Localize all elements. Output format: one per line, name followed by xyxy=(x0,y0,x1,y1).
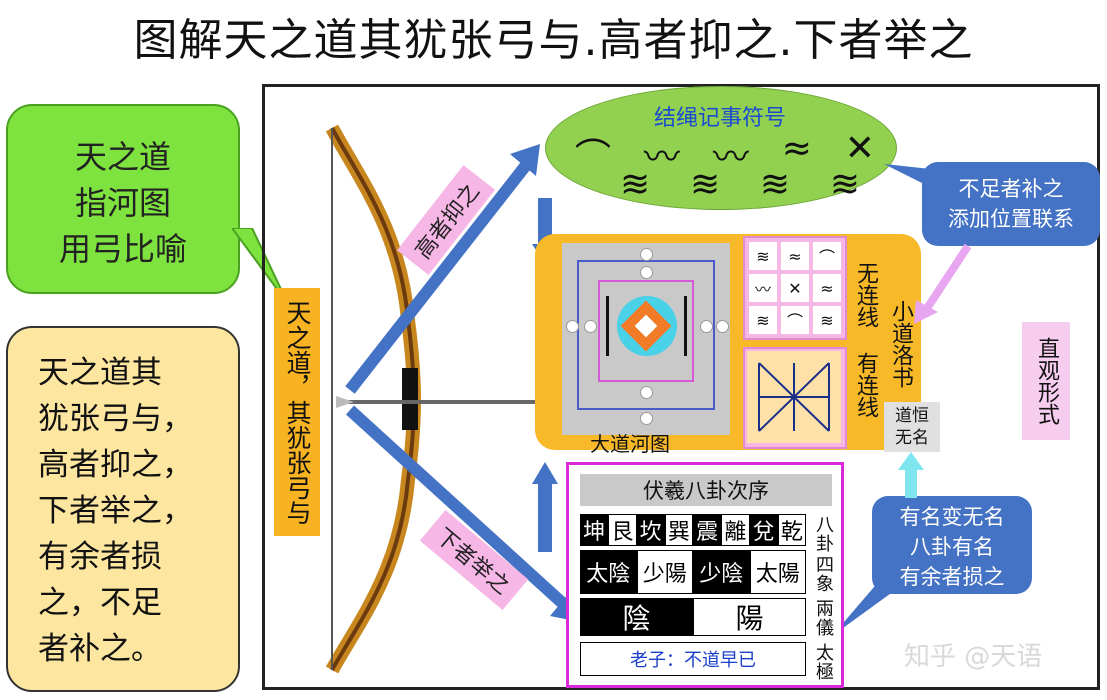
yin: 陰 xyxy=(580,598,693,636)
knot-symbol: 〰 xyxy=(643,137,680,178)
bagua-side-label: 四象 xyxy=(816,555,834,595)
hetu-bar xyxy=(606,296,609,356)
luoshu-connections xyxy=(758,362,830,432)
knot-symbol: ⌒ xyxy=(575,137,612,178)
quote-line: 犹张弓与， xyxy=(38,401,193,437)
knot-symbols-ellipse xyxy=(545,86,897,210)
note-line: 不足者补之 xyxy=(958,177,1064,201)
two-forms-row: 陰 陽 xyxy=(580,598,806,636)
knot-symbol: ≋ xyxy=(689,164,721,205)
quote-line: 之，不足 xyxy=(38,585,162,621)
luoshu-title: 小道洛书 xyxy=(888,300,913,388)
bagua-title: 伏羲八卦次序 xyxy=(580,474,832,506)
hetu-dot xyxy=(700,320,713,333)
pink-arrow xyxy=(914,243,972,324)
note-line: 八卦有名 xyxy=(910,535,994,559)
trigram: 坎 xyxy=(636,514,665,546)
luoshu-cell: ≈ xyxy=(781,242,809,270)
four-image: 少陽 xyxy=(636,550,693,594)
bubble-line: 天之道 xyxy=(74,138,171,176)
intuitive-text: 直观形式 xyxy=(1034,337,1059,425)
luoshu-cell: ⌒ xyxy=(781,306,809,334)
knot-symbol: ≋ xyxy=(829,164,860,205)
luoshu-cell: ≋ xyxy=(813,306,841,334)
knot-row-1: ⌒ 〰 〰 ≈ ✕ xyxy=(575,128,875,180)
hetu-bar xyxy=(684,296,687,356)
note-pointer xyxy=(832,580,898,636)
bow-caption: 天之道，其犹张弓与 xyxy=(274,288,320,536)
hetu-blue-square xyxy=(577,260,715,410)
luoshu-no-line-label: 无连线 xyxy=(853,262,878,328)
four-image: 少陰 xyxy=(693,550,750,594)
intuitive-label: 直观形式 xyxy=(1022,322,1070,440)
trigram: 乾 xyxy=(777,514,806,546)
dao-heng-box: 道恒 无名 xyxy=(884,402,940,452)
trigram-row: 坤 艮 坎 巽 震 離 兌 乾 xyxy=(580,514,806,546)
trigram: 離 xyxy=(721,514,750,546)
four-image: 太陰 xyxy=(580,550,637,594)
bow-caption-text: 天之道，其犹张弓与 xyxy=(283,299,312,525)
speech-bubble-dao: 天之道 指河图 用弓比喻 xyxy=(6,104,240,294)
bagua-side-label: 兩儀 xyxy=(816,599,834,639)
hetu-dot xyxy=(640,266,653,279)
hetu-dot xyxy=(584,320,597,333)
bubble-line: 用弓比喻 xyxy=(58,230,187,268)
quote-line: 下者举之， xyxy=(38,493,193,529)
trigram: 坤 xyxy=(580,514,609,546)
note-complement: 不足者补之 添加位置联系 xyxy=(922,162,1100,246)
luoshu-cell: ⌒ xyxy=(813,242,841,270)
knot-symbol: ≈ xyxy=(781,128,812,169)
knot-symbol: ≋ xyxy=(620,164,651,205)
watermark: 知乎 @天语 xyxy=(904,642,1043,672)
yang: 陽 xyxy=(693,598,806,636)
knot-symbol: ≋ xyxy=(759,164,791,205)
dao-heng-line: 无名 xyxy=(895,428,929,448)
hetu-label: 大道河图 xyxy=(590,432,670,456)
luoshu-cell: ✕ xyxy=(781,274,809,302)
note-surplus: 有名变无名 八卦有名 有余者损之 xyxy=(872,496,1032,594)
luoshu-cell: 〰 xyxy=(749,274,777,302)
luoshu-grid: ≋ ≈ ⌒ 〰 ✕ ≈ ≋ ⌒ ≋ xyxy=(743,236,847,340)
bubble-pointer xyxy=(232,228,289,305)
trigram: 巽 xyxy=(664,514,693,546)
hetu-dot xyxy=(640,386,653,399)
bow-illustration xyxy=(325,124,550,674)
note-line: 添加位置联系 xyxy=(948,207,1074,231)
four-image: 太陽 xyxy=(749,550,806,594)
hetu-dot xyxy=(640,248,653,261)
hetu-dot xyxy=(566,320,579,333)
trigram: 震 xyxy=(693,514,722,546)
knot-symbols-title: 结绳记事符号 xyxy=(653,106,786,131)
bubble-line: 指河图 xyxy=(74,184,171,222)
trigram: 兌 xyxy=(749,514,778,546)
hetu-dot xyxy=(640,412,653,425)
luoshu-with-line-label: 有连线 xyxy=(853,352,878,418)
luoshu-cell: ≋ xyxy=(749,242,777,270)
laozi-quote: 老子：不道早已 xyxy=(580,642,806,676)
quote-line: 有余者损 xyxy=(38,539,162,575)
note-pointer xyxy=(884,164,940,192)
four-images-row: 太陰 少陽 少陰 太陽 xyxy=(580,550,806,594)
diagram-frame xyxy=(262,84,1100,690)
hetu-pink-square xyxy=(598,280,694,382)
hetu-dot xyxy=(716,320,729,333)
knot-symbol: 〰 xyxy=(712,137,749,178)
quote-bubble: 天之道其 犹张弓与， 高者抑之， 下者举之， 有余者损 之，不足 者补之。 xyxy=(6,326,240,692)
quote-line: 天之道其 xyxy=(38,355,162,391)
knot-row-2: ≋ ≋ ≋ ≋ xyxy=(620,164,860,205)
page-title: 图解天之道其犹张弓与.高者抑之.下者举之 xyxy=(133,15,974,66)
knot-symbol: ✕ xyxy=(844,128,875,169)
bagua-side-label: 太極 xyxy=(816,643,834,683)
dao-heng-line: 道恒 xyxy=(895,406,929,426)
quote-line: 高者抑之， xyxy=(38,447,193,483)
quote-line: 者补之。 xyxy=(38,631,162,667)
note-line: 有余者损之 xyxy=(899,565,1005,589)
luoshu-cell: ≋ xyxy=(749,306,777,334)
trigram: 艮 xyxy=(608,514,637,546)
cyan-arrow xyxy=(898,452,924,498)
note-line: 有名变无名 xyxy=(899,505,1005,529)
bagua-side-label: 八卦 xyxy=(816,515,834,555)
luoshu-cell: ≈ xyxy=(813,274,841,302)
